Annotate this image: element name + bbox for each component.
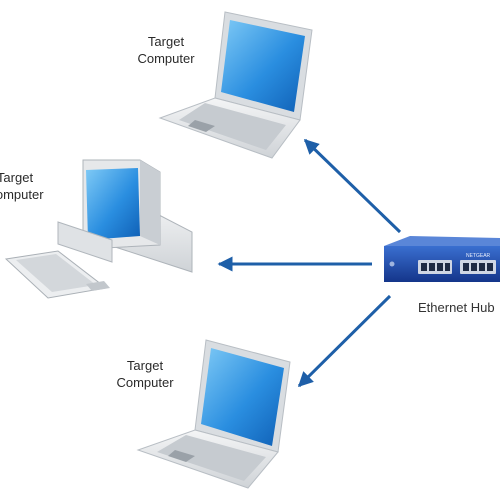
label-line1: Target [0, 170, 34, 185]
label-line2: Computer [0, 187, 44, 202]
ethernet-hub-icon [384, 236, 500, 282]
label-line1: Target [126, 358, 164, 373]
target-computer-label-top: Target Computer [131, 33, 201, 67]
ethernet-hub-label: Ethernet Hub [418, 300, 495, 315]
arrow-to-bottom-computer [297, 294, 392, 388]
laptop-icon-top [158, 11, 313, 159]
arrow-to-top-computer [303, 138, 402, 234]
label-line2: Computer [116, 375, 174, 390]
target-computer-label-middle: Target Computer [0, 169, 50, 203]
hub-brand-text: NETGEAR [466, 253, 491, 259]
laptop-icon-bottom [136, 339, 291, 489]
desktop-computer-icon [4, 159, 193, 299]
label-line2: Computer [137, 51, 195, 66]
label-line1: Target [147, 34, 185, 49]
target-computer-label-bottom: Target Computer [110, 357, 180, 391]
